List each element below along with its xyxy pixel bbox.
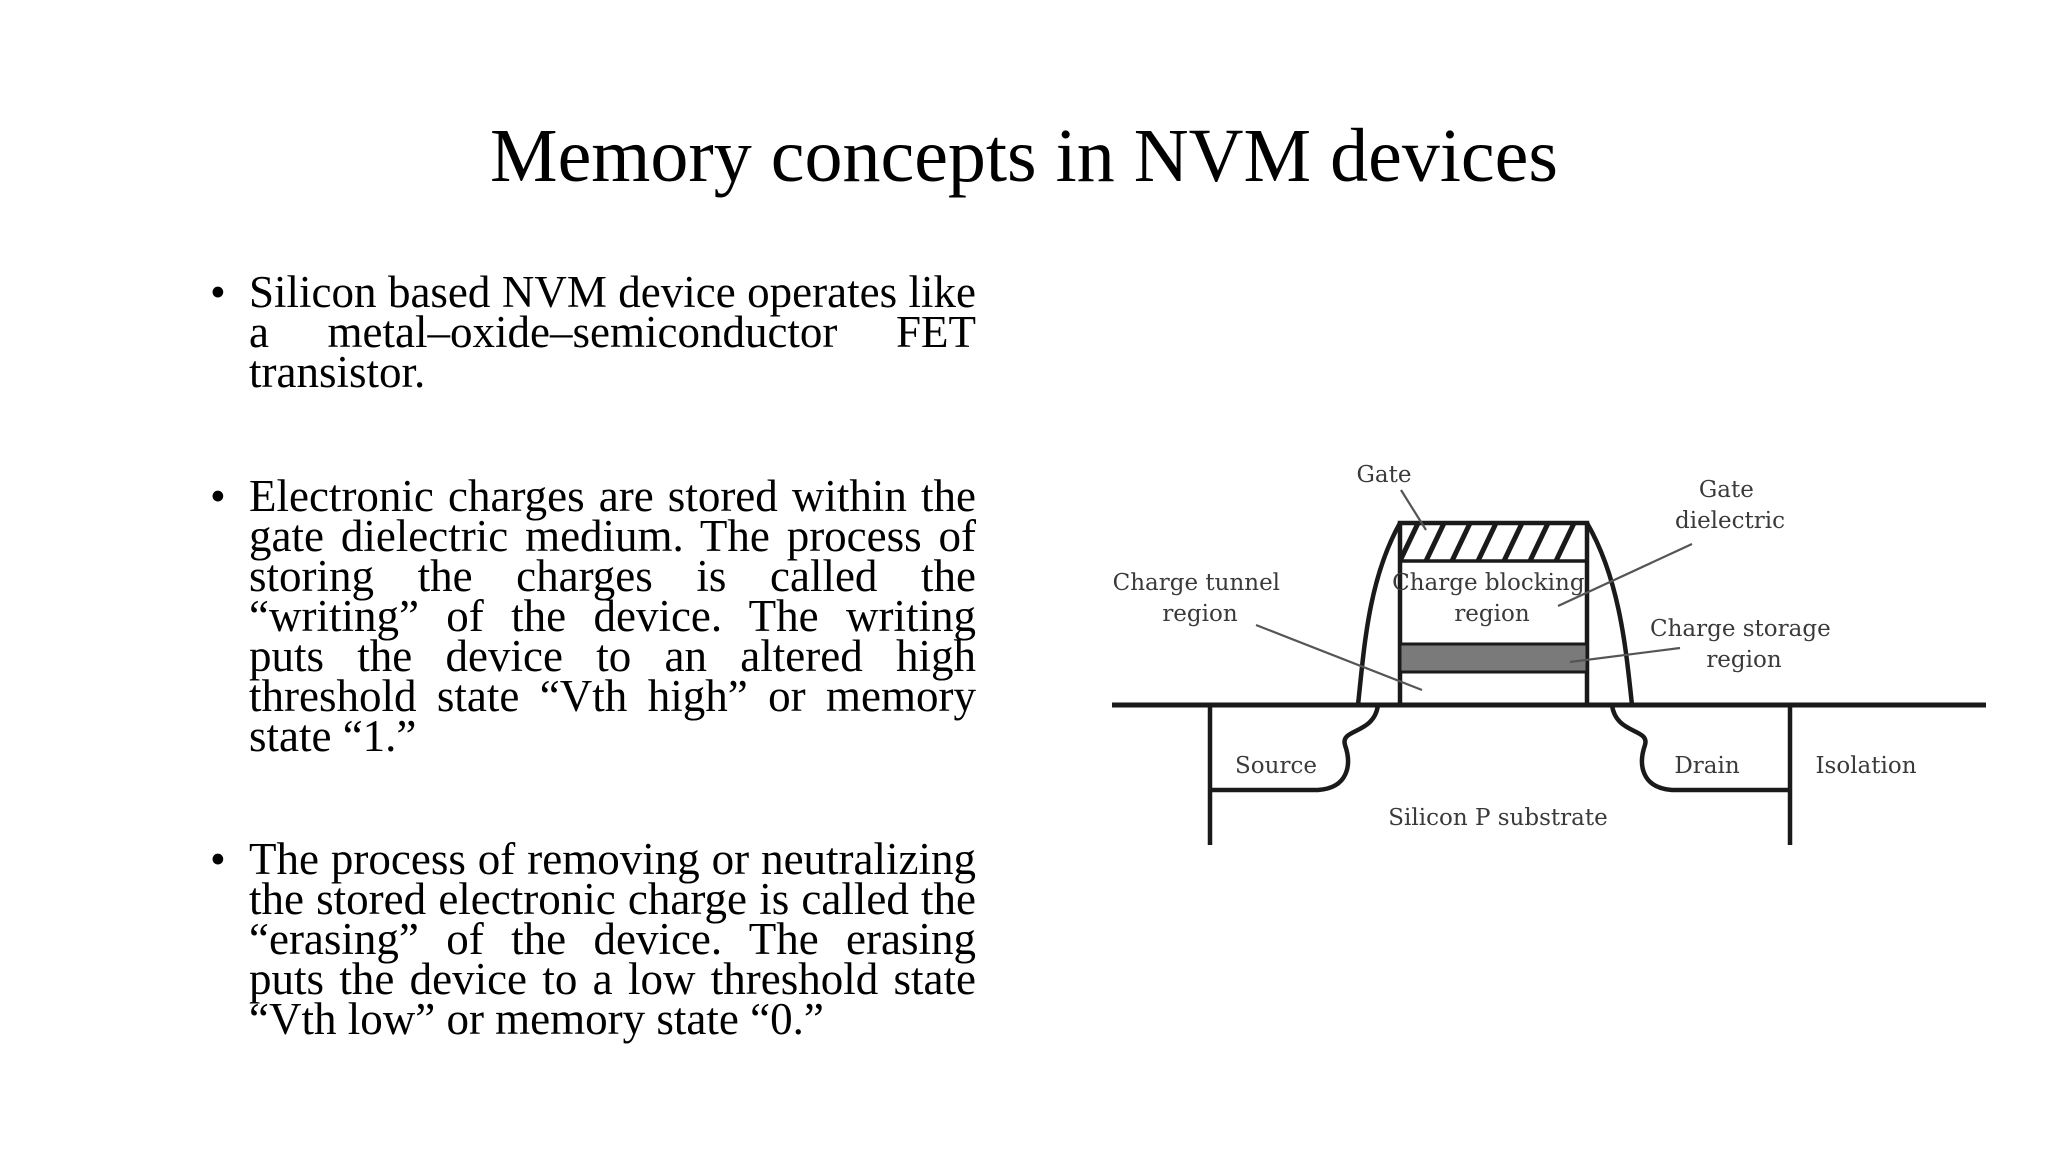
charge-storage-layer	[1398, 642, 1589, 674]
gate-dielectric-label: Gate dielectric	[1675, 477, 1785, 534]
substrate-label: Silicon P substrate	[1388, 805, 1607, 831]
bullet-item: • Silicon based NVM device operates like…	[210, 267, 976, 397]
source-region	[1207, 704, 1381, 845]
charge-storage-label: Charge storage region	[1650, 616, 1838, 673]
gate-dielectric-leader-line	[1557, 543, 1693, 607]
charge-tunnel-label-line: region	[1162, 601, 1238, 627]
gate-leader-line	[1400, 489, 1427, 531]
bullet-marker: •	[210, 471, 226, 521]
bullet-text: Electronic charges are stored within the…	[249, 471, 976, 761]
charge-tunnel-leader-line	[1255, 623, 1423, 692]
charge-tunnel-label-line: Charge tunnel	[1113, 570, 1280, 596]
bullet-text: Silicon based NVM device operates like a…	[249, 267, 976, 397]
left-spacer	[1355, 521, 1402, 706]
nvm-device-diagram: Gate Gate dielectric Charge tunnel regio…	[1112, 462, 1986, 845]
charge-storage-leader-line	[1569, 646, 1681, 664]
charge-blocking-label-line: region	[1454, 601, 1530, 627]
charge-blocking-label: Charge blocking region	[1392, 570, 1592, 627]
charge-blocking-label-line: Charge blocking	[1392, 570, 1585, 596]
bullet-item: • Electronic charges are stored within t…	[210, 471, 976, 761]
right-spacer	[1585, 521, 1635, 706]
slide-title: Memory concepts in NVM devices	[490, 114, 1558, 198]
gate-dielectric-label-line: dielectric	[1675, 508, 1785, 534]
gate-electrode	[1400, 523, 1580, 561]
charge-storage-label-line: region	[1706, 647, 1782, 673]
charge-tunnel-label: Charge tunnel region	[1113, 570, 1288, 627]
bullet-marker: •	[210, 834, 226, 884]
drain-label: Drain	[1674, 753, 1740, 779]
drain-region	[1609, 704, 1793, 845]
bullet-text: The process of removing or neutralizing …	[249, 834, 976, 1044]
charge-storage-label-line: Charge storage	[1650, 616, 1831, 642]
isolation-label: Isolation	[1815, 753, 1916, 779]
source-label: Source	[1235, 753, 1317, 779]
gate-label: Gate	[1357, 462, 1412, 488]
gate-dielectric-label-line: Gate	[1699, 477, 1754, 503]
bullet-item: • The process of removing or neutralizin…	[210, 834, 976, 1044]
bullet-marker: •	[210, 267, 226, 317]
